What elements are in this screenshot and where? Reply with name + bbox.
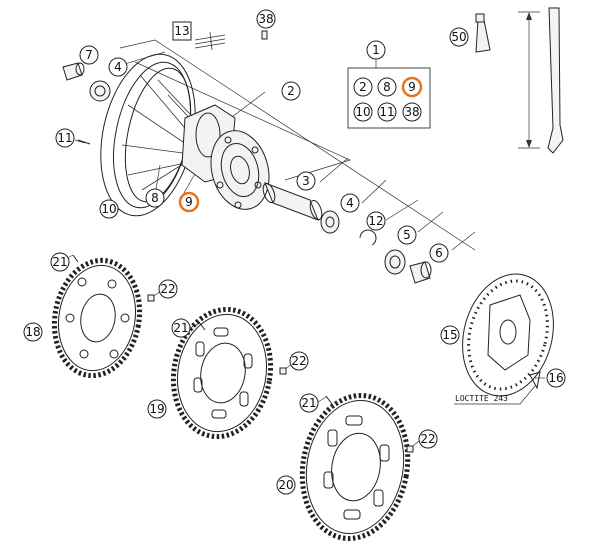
svg-text:7: 7 <box>85 48 93 62</box>
kit-item-9: 9 <box>401 76 423 98</box>
svg-text:11: 11 <box>379 105 394 119</box>
svg-text:5: 5 <box>403 228 411 242</box>
svg-text:11: 11 <box>57 131 72 145</box>
kit-item-8: 8 <box>377 77 397 97</box>
svg-text:38: 38 <box>404 105 419 119</box>
callout-9: 9 <box>178 191 200 213</box>
svg-text:10: 10 <box>101 202 116 216</box>
callout-21a: 21 <box>50 252 70 272</box>
svg-text:10: 10 <box>355 105 370 119</box>
kit-item-11: 11 <box>377 102 397 122</box>
sprocket-medium <box>170 306 274 440</box>
svg-text:16: 16 <box>548 371 563 385</box>
svg-text:3: 3 <box>302 174 310 188</box>
kit-box <box>347 67 431 129</box>
callout-3: 3 <box>296 171 316 191</box>
sprocket-bolts <box>72 254 414 453</box>
svg-text:LOCTITE 243: LOCTITE 243 <box>455 394 508 403</box>
callout-4b: 4 <box>340 193 360 213</box>
callout-5: 5 <box>397 225 417 245</box>
svg-text:13: 13 <box>174 24 189 38</box>
svg-text:38: 38 <box>258 12 273 26</box>
svg-text:2: 2 <box>287 84 295 98</box>
svg-text:22: 22 <box>420 432 435 446</box>
svg-text:20: 20 <box>278 478 293 492</box>
svg-text:50: 50 <box>451 30 466 44</box>
brake-disc <box>462 273 554 397</box>
svg-text:1: 1 <box>372 43 380 57</box>
callout-13: 13 <box>172 21 192 41</box>
callout-15: 15 <box>440 325 460 345</box>
callout-8: 8 <box>145 188 165 208</box>
callout-21b: 21 <box>171 318 191 338</box>
callout-19: 19 <box>147 399 167 419</box>
grease-tube <box>475 13 491 53</box>
callout-16: 16 <box>546 368 566 388</box>
svg-text:15: 15 <box>442 328 457 342</box>
callout-7: 7 <box>79 45 99 65</box>
callout-12: 12 <box>366 211 386 231</box>
callout-22a: 22 <box>158 279 178 299</box>
callout-50: 50 <box>449 27 469 47</box>
sprocket-small <box>51 257 143 379</box>
kit-callout-1: 1 <box>366 40 386 60</box>
svg-text:18: 18 <box>25 325 40 339</box>
svg-text:6: 6 <box>435 246 443 260</box>
svg-text:22: 22 <box>291 354 306 368</box>
callouts: 2 3 4 4 5 6 7 8 9 10 11 12 13 15 16 18 1… <box>23 9 566 495</box>
svg-text:2: 2 <box>359 80 367 94</box>
callout-6: 6 <box>429 243 449 263</box>
leader-lines <box>59 39 545 449</box>
svg-text:12: 12 <box>368 214 383 228</box>
callout-22b: 22 <box>289 351 309 371</box>
svg-text:21: 21 <box>301 396 316 410</box>
callout-10: 10 <box>99 199 119 219</box>
svg-text:8: 8 <box>383 80 391 94</box>
kit-item-38: 38 <box>402 102 422 122</box>
callout-4a: 4 <box>108 57 128 77</box>
sprocket-large <box>299 393 411 541</box>
spoke-bundle <box>194 31 226 51</box>
rear-wheel <box>62 30 270 217</box>
callout-11: 11 <box>55 128 75 148</box>
kit-item-2: 2 <box>353 77 373 97</box>
svg-text:19: 19 <box>149 402 164 416</box>
svg-text:21: 21 <box>52 255 67 269</box>
svg-text:4: 4 <box>346 196 354 210</box>
callout-18: 18 <box>23 322 43 342</box>
spoke-wrench-tool <box>518 7 564 154</box>
callout-22c: 22 <box>418 429 438 449</box>
loctite-note: LOCTITE 243 <box>454 385 536 405</box>
svg-text:9: 9 <box>408 80 416 94</box>
svg-text:21: 21 <box>173 321 188 335</box>
svg-text:8: 8 <box>151 191 159 205</box>
callout-2: 2 <box>281 81 301 101</box>
kit-item-10: 10 <box>353 102 373 122</box>
callout-21c: 21 <box>299 393 319 413</box>
axle-parts <box>262 182 432 284</box>
svg-text:9: 9 <box>185 195 193 209</box>
callout-20: 20 <box>276 475 296 495</box>
svg-text:4: 4 <box>114 60 122 74</box>
callout-38: 38 <box>256 9 276 29</box>
svg-text:22: 22 <box>160 282 175 296</box>
